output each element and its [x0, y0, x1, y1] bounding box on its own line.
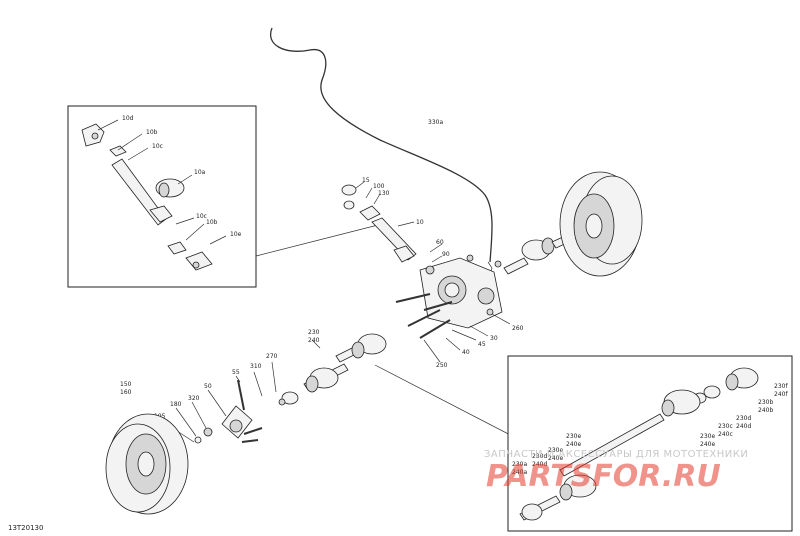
leader-270 — [271, 361, 277, 393]
label-10e: 10e — [230, 231, 242, 238]
label-250: 250 — [436, 362, 448, 369]
label-240d-left: 240d — [532, 461, 547, 468]
upper-wheel — [559, 171, 643, 277]
label-230b: 230b — [758, 399, 773, 406]
lower-wheel — [105, 413, 189, 515]
cable-330a — [269, 27, 493, 263]
watermark-subtitle: ЗАПЧАСТИ И АКСЕССУАРЫ ДЛЯ МОТОТЕХНИКИ — [484, 449, 748, 460]
label-230c: 230c — [718, 423, 733, 430]
label-240e-right: 240e — [700, 441, 715, 448]
leader-90 — [431, 255, 443, 263]
leader-310 — [253, 371, 263, 397]
label-40: 40 — [462, 349, 470, 356]
leader-10e — [209, 235, 227, 245]
wheel-hub — [194, 379, 263, 444]
label-10a: 10a — [194, 169, 206, 176]
label-240f: 240f — [774, 391, 788, 398]
label-130: 130 — [378, 190, 390, 197]
label-230e-mid: 230e — [566, 433, 581, 440]
leader-260 — [491, 313, 511, 325]
leader-lower-inset — [374, 364, 521, 441]
leader-10b-top — [117, 133, 143, 151]
label-10: 10 — [416, 219, 424, 226]
label-240b: 240b — [758, 407, 773, 414]
label-15: 15 — [362, 177, 370, 184]
label-10c-bot: 10c — [196, 213, 207, 220]
label-55: 55 — [232, 369, 240, 376]
label-30: 30 — [490, 335, 498, 342]
label-320: 320 — [188, 395, 200, 402]
leader-10d — [97, 119, 119, 131]
propshaft-assembly — [341, 184, 417, 263]
label-10b-top: 10b — [146, 129, 158, 136]
label-230d: 230d — [736, 415, 751, 422]
lower-axle — [278, 333, 387, 406]
leader-10c-top — [127, 147, 149, 161]
label-240d: 240d — [736, 423, 751, 430]
label-90: 90 — [442, 251, 450, 258]
leader-180 — [175, 407, 197, 437]
label-230f: 230f — [774, 383, 788, 390]
leader-250 — [423, 339, 441, 363]
label-240e-left: 240e — [548, 455, 563, 462]
leader-15 — [355, 181, 365, 189]
label-230-top: 230 — [308, 329, 320, 336]
label-45: 45 — [478, 341, 486, 348]
leader-130 — [373, 193, 381, 205]
diagram-code: 13T20130 — [8, 524, 43, 532]
leader-10 — [397, 221, 415, 227]
label-150: 150 — [120, 381, 132, 388]
watermark-brand: PARTSFOR.RU — [486, 459, 721, 494]
leader-100 — [365, 187, 373, 199]
leader-60 — [429, 243, 443, 253]
leader-45 — [451, 329, 477, 341]
leader-320 — [191, 401, 207, 429]
label-10b-bot: 10b — [206, 219, 218, 226]
label-100: 100 — [373, 183, 385, 190]
inset-axle-parts — [519, 367, 759, 521]
label-270: 270 — [266, 353, 278, 360]
leader-230-240 — [311, 339, 321, 349]
label-60: 60 — [436, 239, 444, 246]
differential-housing — [395, 254, 503, 339]
leader-55 — [235, 375, 241, 383]
label-240-top: 240 — [308, 337, 320, 344]
leader-10c-bot — [175, 217, 195, 225]
leader-10b-bot — [185, 223, 205, 241]
label-230d-left: 230d — [532, 453, 547, 460]
label-260: 260 — [512, 325, 524, 332]
inset-propshaft-parts — [81, 123, 213, 271]
leader-30 — [469, 325, 489, 337]
label-10d: 10d — [122, 115, 134, 122]
label-240c: 240c — [718, 431, 733, 438]
label-230e-right: 230e — [700, 433, 715, 440]
leader-50 — [207, 389, 227, 417]
label-160: 160 — [120, 389, 132, 396]
leader-40 — [445, 337, 461, 351]
label-310: 310 — [250, 363, 262, 370]
label-230e-left: 230e — [548, 447, 563, 454]
label-50: 50 — [204, 383, 212, 390]
label-180: 180 — [170, 401, 182, 408]
label-240e-mid: 240e — [566, 441, 581, 448]
label-10c-top: 10c — [152, 143, 163, 150]
label-230a: 230a — [512, 461, 527, 468]
label-330a: 330a — [428, 119, 443, 126]
leader-upper-inset — [255, 224, 379, 257]
label-240a: 240a — [512, 469, 527, 476]
leader-10a — [177, 174, 193, 185]
